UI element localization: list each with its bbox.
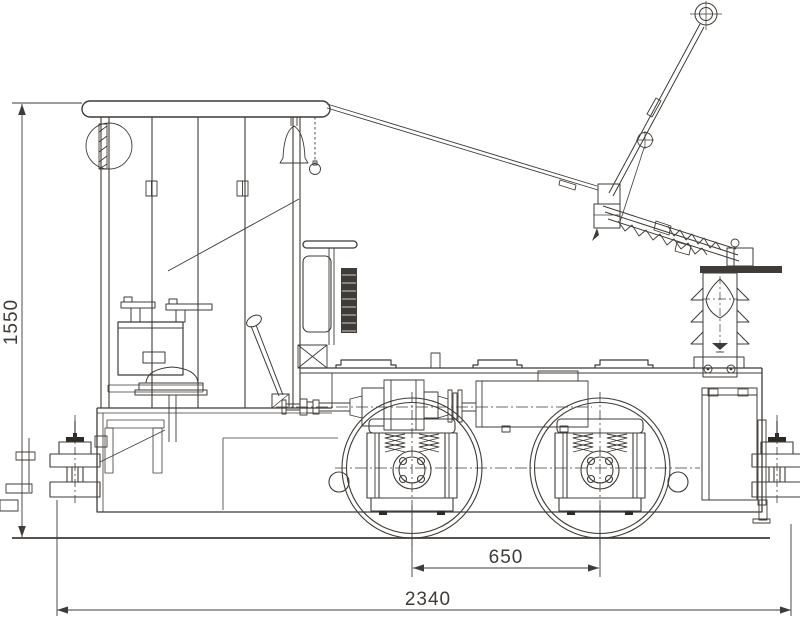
handbrake-wheel <box>302 240 358 345</box>
resistor-grid <box>341 268 357 333</box>
trolley-pole <box>326 1 740 262</box>
pole-rope <box>326 103 599 191</box>
front-steps <box>0 438 36 512</box>
pole-springs <box>617 220 722 256</box>
dimension-height-label: 1550 <box>1 299 22 345</box>
driver-seat <box>134 366 208 442</box>
bell <box>279 117 309 164</box>
dimension-height-1550: 1550 <box>1 102 82 537</box>
panel-handles <box>145 180 249 197</box>
dimension-length-2340: 2340 <box>56 500 792 616</box>
brake-cylinder-rear <box>667 471 689 493</box>
controller <box>117 296 213 376</box>
equipment-box <box>701 387 771 524</box>
trolley-wheel <box>690 1 722 30</box>
dimension-length-label: 2340 <box>405 589 451 610</box>
buffer-front <box>49 414 101 506</box>
brake-lever <box>246 314 290 409</box>
roof <box>81 100 331 118</box>
cab-rear-panel <box>302 255 332 333</box>
cross-braced-box <box>297 344 328 369</box>
seat-platform <box>99 384 204 474</box>
windshield-line <box>167 198 300 272</box>
cab <box>81 100 331 408</box>
dimension-wheelbase-650: 650 <box>411 505 601 577</box>
bell-cord <box>309 117 321 175</box>
headlamp <box>85 122 133 170</box>
underframe <box>94 367 763 513</box>
motor-assembly <box>281 370 589 433</box>
cab-posts <box>100 117 301 408</box>
centerlines <box>276 406 700 469</box>
dimension-wheelbase-label: 650 <box>489 547 524 568</box>
deck-hatches <box>335 352 654 369</box>
insulator <box>690 272 750 378</box>
pole-upper-arm <box>608 23 705 223</box>
brake-cylinder-front <box>328 471 350 493</box>
pole-lower-arm <box>602 205 740 262</box>
buffer-rear <box>751 414 800 506</box>
pole-base-plate <box>700 266 782 273</box>
